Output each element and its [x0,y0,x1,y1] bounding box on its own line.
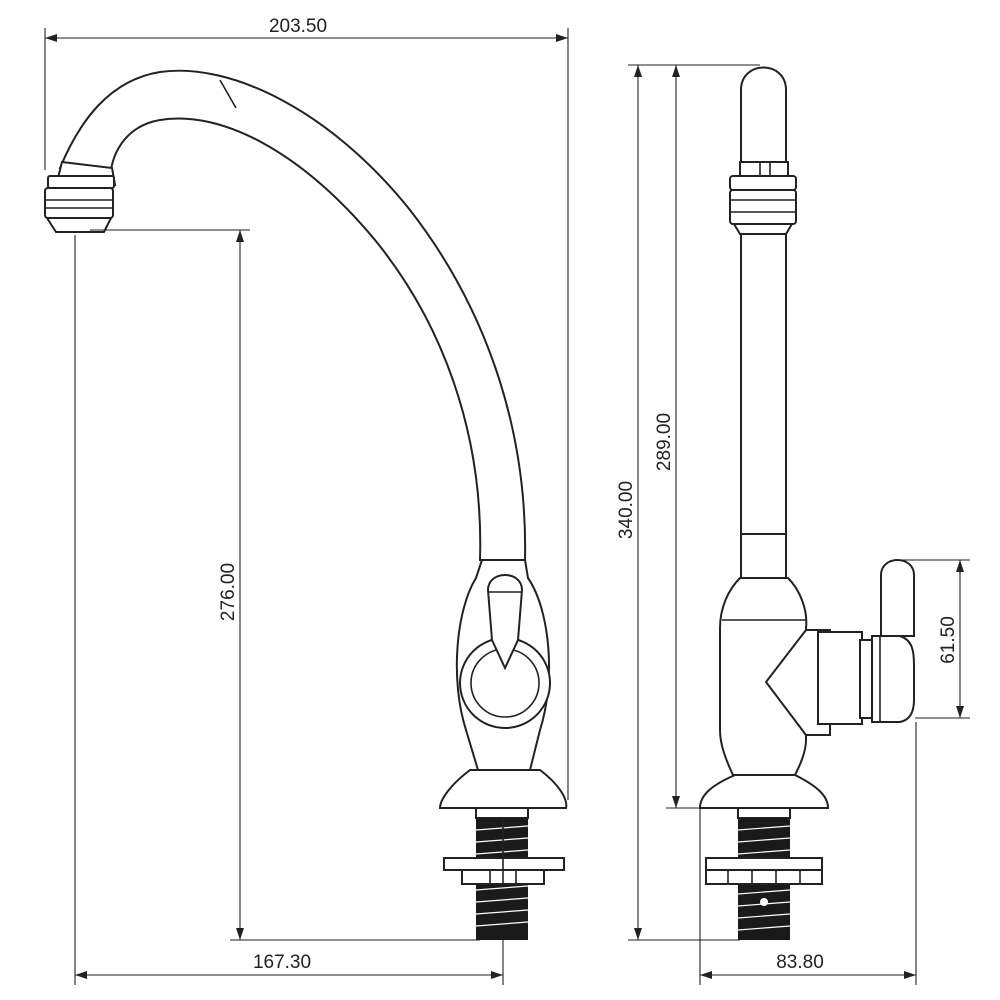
front-view: 203.50 [44,16,569,985]
dimension-total-height: 340.00 [616,64,760,941]
dimension-label-body-height: 289.00 [654,413,675,471]
dimension-label-total-height: 340.00 [616,481,637,539]
dimension-label-spout-reach: 167.30 [253,952,311,973]
dimension-spout-height: 276.00 [90,229,480,941]
dimension-body-height: 289.00 [654,65,705,809]
dimension-label-overall-width: 203.50 [269,16,327,37]
valve-body-side [698,559,915,940]
side-view: 340.00 289.00 [616,64,970,985]
spout-side [729,66,797,579]
dimension-label-handle-height: 61.50 [938,616,959,664]
dimension-label-spout-height: 276.00 [218,563,239,621]
valve-body-front [438,559,568,940]
dimension-handle-height: 61.50 [900,559,970,719]
dimension-overall-width: 203.50 [44,16,569,800]
dimension-label-side-depth: 83.80 [776,952,824,973]
dimension-side-depth: 83.80 [699,722,917,985]
spout [44,69,527,561]
dimension-spout-reach: 167.30 [74,235,504,985]
